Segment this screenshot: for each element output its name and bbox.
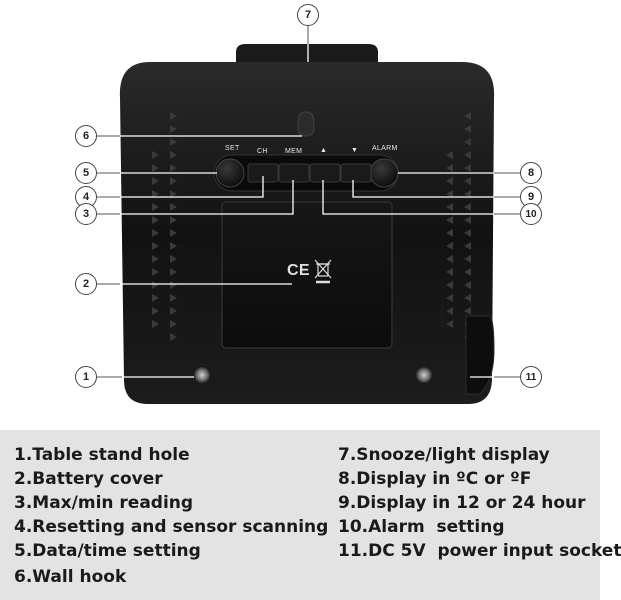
callout-10: 10 <box>520 203 542 225</box>
legend-item-7: 7.Snooze/light display <box>338 445 550 465</box>
mem-button[interactable] <box>278 163 310 183</box>
dc-socket <box>465 315 495 395</box>
up-label: ▲ <box>320 147 328 154</box>
callout-8: 8 <box>520 162 542 184</box>
stand-hole-left <box>194 367 210 383</box>
legend-item-8: 8.Display in ºC or ºF <box>338 469 532 489</box>
legend-panel: 1.Table stand hole 2.Battery cover 3.Max… <box>0 430 621 600</box>
set-label: SET <box>225 145 240 152</box>
stand-hole-right <box>416 367 432 383</box>
legend-item-4: 4.Resetting and sensor scanning <box>14 517 329 537</box>
down-label: ▼ <box>351 147 359 154</box>
callout-2: 2 <box>75 273 97 295</box>
legend-item-3: 3.Max/min reading <box>14 493 194 513</box>
set-button[interactable] <box>215 158 245 188</box>
mem-label: MEM <box>285 148 303 155</box>
ce-mark: CE <box>287 262 310 279</box>
leader-lines <box>97 25 520 378</box>
wall-hook <box>297 111 315 137</box>
legend-item-10: 10.Alarm setting <box>338 517 505 537</box>
product-diagram: SET CH MEM ▲ ▼ ALARM CE DC 5V 7 6 5 4 3 … <box>75 4 542 404</box>
alarm-label: ALARM <box>372 145 398 152</box>
legend-item-9: 9.Display in 12 or 24 hour <box>338 493 586 513</box>
down-button[interactable] <box>340 163 372 183</box>
legend-item-5: 5.Data/time setting <box>14 541 201 561</box>
ch-label: CH <box>257 148 268 155</box>
callout-5: 5 <box>75 162 97 184</box>
callout-3: 3 <box>75 203 97 225</box>
legend-item-1: 1.Table stand hole <box>14 445 190 465</box>
callout-7: 7 <box>297 4 319 26</box>
callout-1: 1 <box>75 366 97 388</box>
alarm-button[interactable] <box>369 158 399 188</box>
legend-item-6: 6.Wall hook <box>14 567 127 587</box>
up-button[interactable] <box>309 163 341 183</box>
legend-item-2: 2.Battery cover <box>14 469 163 489</box>
callout-6: 6 <box>75 125 97 147</box>
dc-5v-label: DC 5V <box>440 303 447 326</box>
vent-grille <box>152 112 471 341</box>
weee-bin-icon <box>314 259 332 284</box>
callout-11: 11 <box>520 366 542 388</box>
clock-back-illustration <box>97 25 520 404</box>
battery-cover <box>221 201 393 349</box>
legend-item-11: 11.DC 5V power input socket <box>338 541 621 561</box>
